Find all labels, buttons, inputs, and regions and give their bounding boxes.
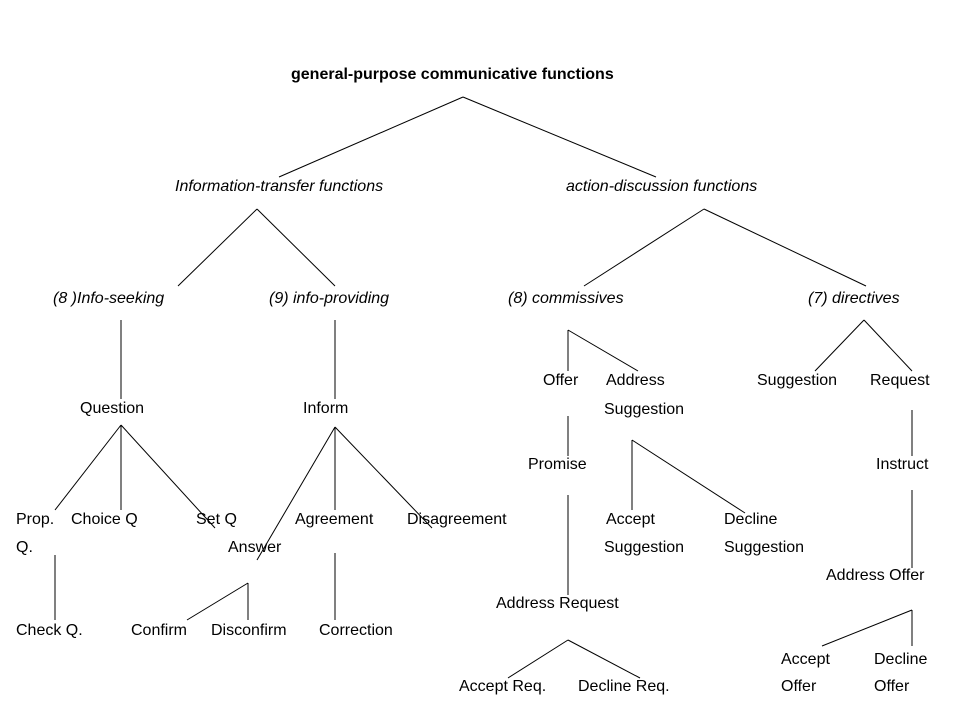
- node-request: Request: [870, 372, 930, 389]
- edge-commissives-address-suggestion: [567, 329, 639, 372]
- node-commissives: (8) commissives: [508, 290, 624, 307]
- node-address-offer: Address Offer: [826, 567, 925, 584]
- edge-directives-suggestion: [814, 319, 865, 372]
- node-info-seeking: (8 )Info-seeking: [53, 290, 165, 307]
- node-question: Question: [80, 400, 145, 417]
- node-information-transfer: Information-transfer functions: [175, 178, 384, 195]
- node-action-discussion: action-discussion functions: [566, 178, 758, 195]
- edge-answer-confirm: [186, 582, 249, 621]
- node-decline-offer: Decline: [874, 651, 928, 668]
- node-prop-q: Prop.: [16, 511, 55, 528]
- node-accept-offer: Accept: [781, 651, 830, 668]
- node-prop-q-line2: Q.: [16, 539, 33, 556]
- node-address-suggestion-line2: Suggestion: [604, 401, 685, 418]
- node-correction: Correction: [319, 622, 393, 639]
- node-accept-req: Accept Req.: [459, 678, 547, 695]
- node-decline-suggestion: Decline: [724, 511, 778, 528]
- node-choice-q: Choice Q: [71, 511, 138, 528]
- node-info-providing: (9) info-providing: [269, 290, 390, 307]
- edge-info-transfer-providing: [256, 208, 336, 287]
- edge-action-directives: [703, 208, 867, 287]
- node-disagreement: Disagreement: [407, 511, 507, 528]
- node-accept-suggestion-line2: Suggestion: [604, 539, 685, 556]
- edge-action-commissives: [583, 208, 705, 287]
- node-check-q: Check Q.: [16, 622, 83, 639]
- edge-directives-request: [863, 319, 913, 372]
- diagram-title: general-purpose communicative functions: [291, 66, 614, 83]
- edge-address-request-decline: [567, 639, 641, 679]
- node-decline-offer-line2: Offer: [874, 678, 910, 695]
- edge-address-request-accept: [507, 639, 569, 679]
- node-suggestion: Suggestion: [757, 372, 838, 389]
- edge-inform-disagreement: [334, 426, 433, 529]
- node-answer: Answer: [228, 539, 282, 556]
- node-decline-suggestion-line2: Suggestion: [724, 539, 805, 556]
- edge-root-action-discussion: [462, 96, 657, 178]
- node-accept-offer-line2: Offer: [781, 678, 817, 695]
- edge-address-suggestion-decline: [631, 439, 746, 514]
- edge-question-prop-q: [54, 424, 122, 511]
- node-set-q: Set Q: [196, 511, 237, 528]
- edge-info-transfer-seeking: [177, 208, 258, 287]
- node-offer: Offer: [543, 372, 579, 389]
- node-promise: Promise: [528, 456, 587, 473]
- edge-inform-answer: [256, 426, 336, 561]
- node-address-request: Address Request: [496, 595, 619, 612]
- node-confirm: Confirm: [131, 622, 188, 639]
- node-directives: (7) directives: [808, 290, 900, 307]
- node-agreement: Agreement: [295, 511, 374, 528]
- node-accept-suggestion: Accept: [606, 511, 655, 528]
- edge-root-info-transfer: [278, 96, 464, 178]
- node-inform: Inform: [303, 400, 349, 417]
- node-disconfirm: Disconfirm: [211, 622, 287, 639]
- node-decline-req: Decline Req.: [578, 678, 670, 695]
- node-instruct: Instruct: [876, 456, 929, 473]
- edge-address-offer-accept: [821, 609, 913, 647]
- node-address-suggestion: Address: [606, 372, 665, 389]
- edge-question-set-q: [120, 424, 216, 529]
